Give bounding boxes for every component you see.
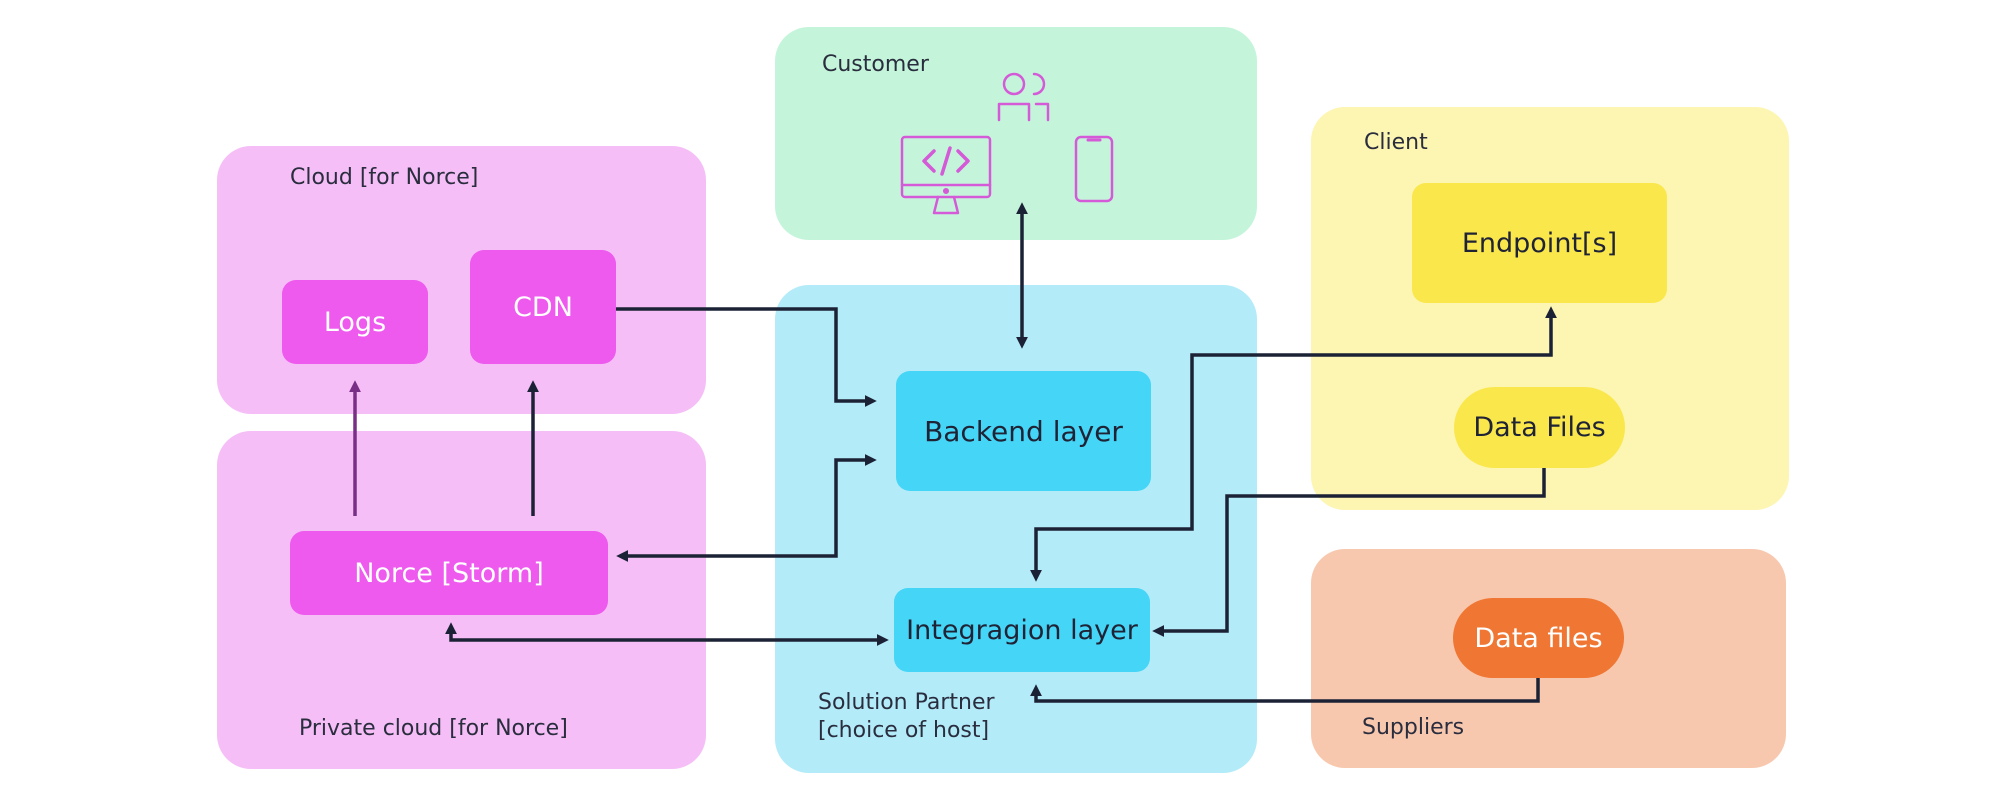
arrow-norce-integration [445, 622, 889, 646]
node-integration-layer-label: Integragion layer [906, 614, 1138, 646]
node-integration-layer[interactable]: Integragion layer [894, 588, 1150, 672]
node-backend-layer-label: Backend layer [924, 414, 1123, 448]
desktop-code-icon [900, 135, 992, 215]
node-data-files-suppliers[interactable]: Data files [1453, 598, 1624, 678]
region-private-cloud-label: Private cloud [for Norce] [299, 716, 568, 741]
arrow-endpoint-integration [1030, 306, 1557, 582]
arrow-norce-backend [616, 454, 877, 562]
arrow-supplier-files-to-integration [1030, 678, 1540, 703]
node-norce-storm[interactable]: Norce [Storm] [290, 531, 608, 615]
node-logs[interactable]: Logs [282, 280, 428, 364]
node-endpoints-label: Endpoint[s] [1461, 227, 1618, 259]
node-data-files-suppliers-label: Data files [1474, 622, 1603, 654]
region-solution-partner-label: Solution Partner [choice of host] [818, 690, 995, 743]
node-norce-storm-label: Norce [Storm] [354, 557, 544, 589]
region-cloud-label: Cloud [for Norce] [290, 165, 479, 190]
node-cdn[interactable]: CDN [470, 250, 616, 364]
node-logs-label: Logs [323, 306, 387, 338]
arrow-datafiles-to-integration [1152, 468, 1546, 637]
node-data-files-client[interactable]: Data Files [1454, 387, 1625, 468]
user-icon [997, 72, 1050, 122]
mobile-phone-icon [1074, 135, 1114, 203]
arrow-cdn-to-backend [616, 307, 877, 407]
node-cdn-label: CDN [513, 291, 573, 323]
region-client-label: Client [1364, 130, 1428, 155]
region-suppliers-label: Suppliers [1362, 715, 1465, 740]
node-data-files-client-label: Data Files [1473, 412, 1606, 443]
region-customer-label: Customer [822, 52, 929, 77]
node-endpoints[interactable]: Endpoint[s] [1412, 183, 1667, 303]
node-backend-layer[interactable]: Backend layer [896, 371, 1151, 491]
